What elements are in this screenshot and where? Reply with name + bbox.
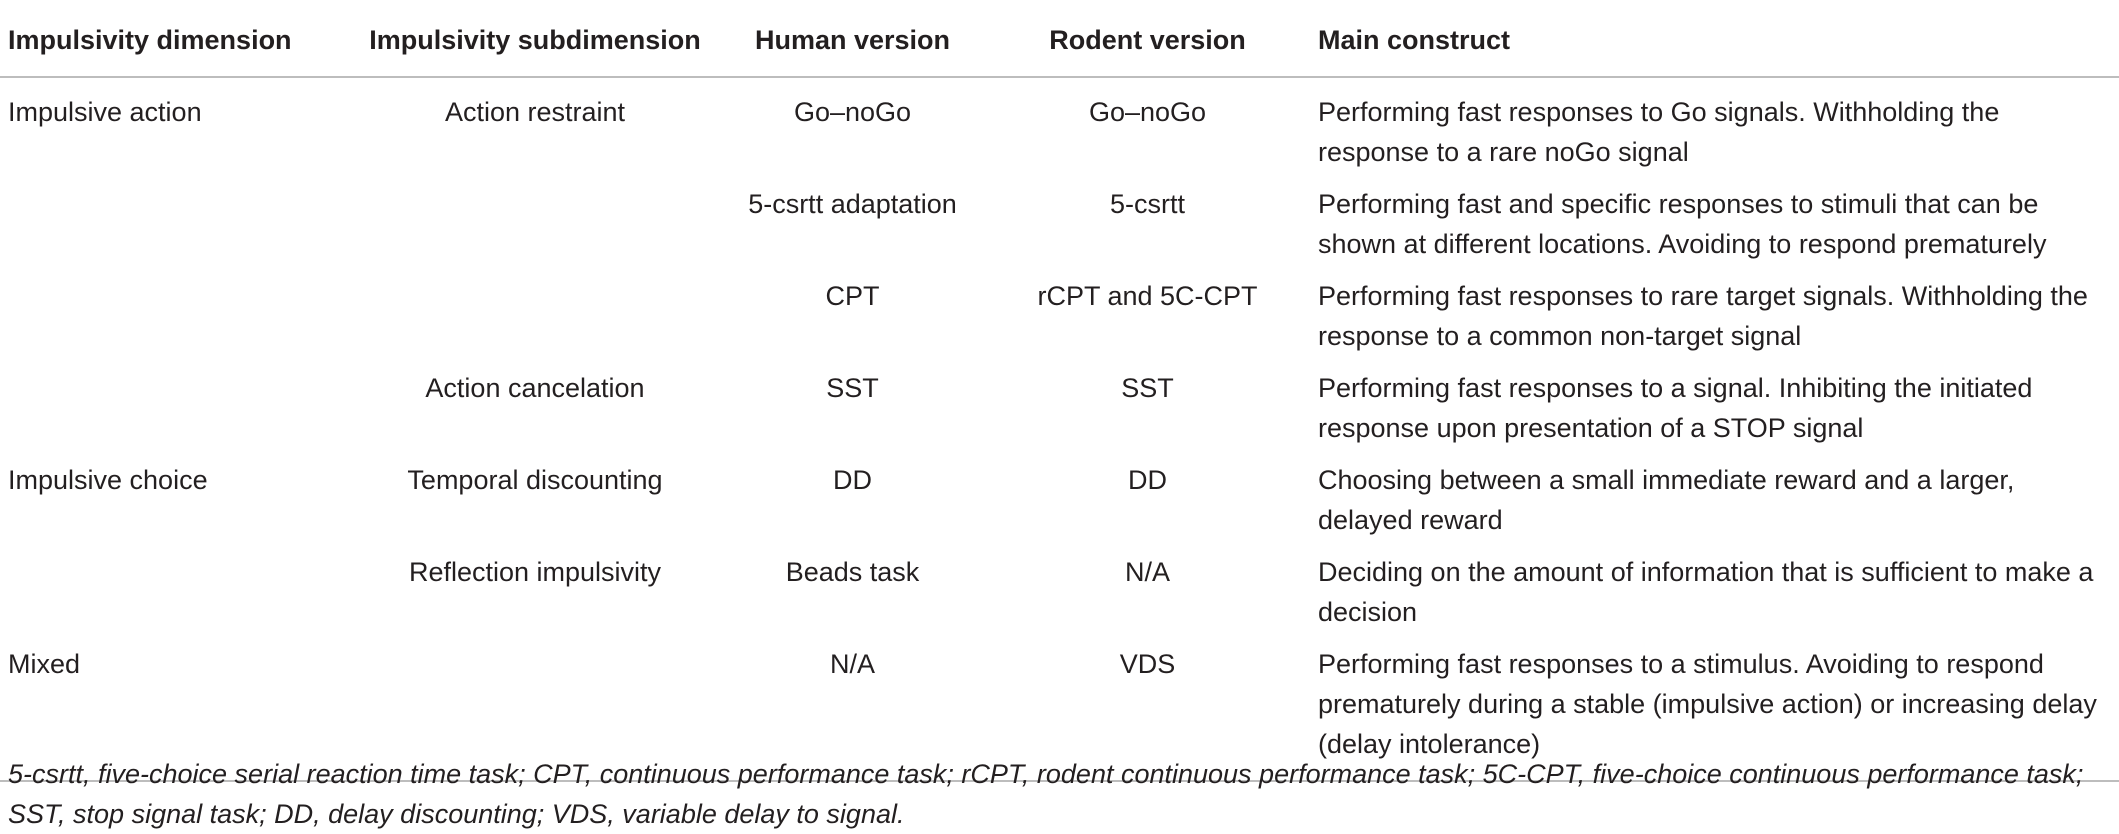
header-human-version: Human version: [720, 0, 985, 78]
cell-subdimension: Reflection impulsivity: [408, 557, 662, 587]
cell-main-construct: Performing fast responses to rare target…: [1318, 281, 2088, 351]
table-row: Impulsive choice Temporal discounting DD…: [0, 454, 2119, 546]
cell-rodent-version: Go–noGo: [1088, 97, 1207, 127]
cell-dimension: [0, 270, 350, 362]
table-header: Impulsivity dimension Impulsivity subdim…: [0, 0, 2119, 78]
table-row: 5-csrtt adaptation 5-csrtt Performing fa…: [0, 178, 2119, 270]
cell-main-construct: Performing fast responses to a stimulus.…: [1310, 638, 2119, 782]
cell-human-version: 5-csrtt adaptation: [748, 189, 957, 219]
cell-human-version: Beads task: [785, 557, 920, 587]
table-row: CPT rCPT and 5C-CPT Performing fast resp…: [0, 270, 2119, 362]
impulsivity-table: Impulsivity dimension Impulsivity subdim…: [0, 0, 2119, 782]
cell-dimension: Impulsive choice: [8, 465, 208, 495]
cell-human-version: DD: [833, 465, 872, 495]
cell-rodent-version: VDS: [985, 638, 1310, 782]
cell-main-construct: Deciding on the amount of information th…: [1318, 557, 2094, 627]
cell-subdimension: Action restraint: [444, 97, 626, 127]
table-row: Action cancelation SST SST Performing fa…: [0, 362, 2119, 454]
cell-rodent-version: 5-csrtt: [1109, 189, 1185, 219]
cell-dimension: [0, 362, 350, 454]
header-row: Impulsivity dimension Impulsivity subdim…: [0, 0, 2119, 78]
cell-human-version: Go–noGo: [793, 97, 912, 127]
cell-dimension: [0, 178, 350, 270]
table-row: Impulsive action Action restraint Go–noG…: [0, 77, 2119, 178]
cell-dimension: Mixed: [0, 638, 350, 782]
header-impulsivity-dimension: Impulsivity dimension: [0, 0, 350, 78]
table-body: Impulsive action Action restraint Go–noG…: [0, 77, 2119, 782]
cell-main-construct: Performing fast and specific responses t…: [1318, 189, 2047, 259]
cell-subdimension: [350, 638, 720, 782]
cell-rodent-version: DD: [1128, 465, 1167, 495]
cell-main-construct: Choosing between a small immediate rewar…: [1318, 465, 2015, 535]
cell-dimension: [0, 546, 350, 638]
header-main-construct: Main construct: [1310, 0, 2119, 78]
table-row: Reflection impulsivity Beads task N/A De…: [0, 546, 2119, 638]
table-row: Mixed N/A VDS Performing fast responses …: [0, 638, 2119, 782]
cell-main-construct: Performing fast responses to Go signals.…: [1318, 97, 2000, 167]
header-impulsivity-subdimension: Impulsivity subdimension: [350, 0, 720, 78]
cell-main-construct: Performing fast responses to a signal. I…: [1318, 373, 2033, 443]
cell-rodent-version: N/A: [1124, 557, 1170, 587]
cell-human-version: CPT: [825, 281, 880, 311]
cell-subdimension: Temporal discounting: [407, 465, 663, 495]
cell-dimension: Impulsive action: [8, 97, 202, 127]
cell-subdimension: Action cancelation: [425, 373, 645, 403]
cell-human-version: N/A: [720, 638, 985, 782]
cell-subdimension: [350, 178, 720, 270]
table-footnote: 5-csrtt, five-choice serial reaction tim…: [8, 759, 2084, 829]
cell-subdimension: [350, 270, 720, 362]
cell-rodent-version: SST: [1121, 373, 1174, 403]
header-rodent-version: Rodent version: [985, 0, 1310, 78]
cell-human-version: SST: [826, 373, 879, 403]
impulsivity-table-container: Impulsivity dimension Impulsivity subdim…: [0, 0, 2119, 782]
cell-rodent-version: rCPT and 5C-CPT: [1037, 281, 1258, 311]
